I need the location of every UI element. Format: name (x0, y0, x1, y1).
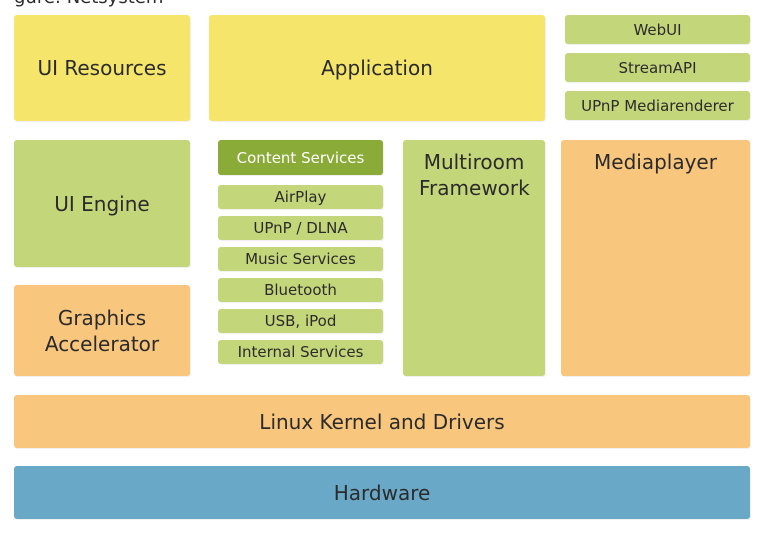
bluetooth-label: Bluetooth (264, 281, 337, 299)
airplay-label: AirPlay (274, 188, 327, 206)
hardware-label: Hardware (333, 480, 431, 505)
mediaplayer-block: Mediaplayer (561, 140, 750, 376)
application-block: Application (209, 15, 545, 121)
usb-ipod-label: USB, iPod (264, 312, 337, 330)
linux-kernel-label: Linux Kernel and Drivers (259, 409, 505, 434)
upnp-dlna-label: UPnP / DLNA (253, 219, 348, 237)
graphics-accelerator-label: Graphics Accelerator (44, 305, 160, 356)
linux-kernel-block: Linux Kernel and Drivers (14, 395, 750, 448)
ui-resources-label: UI Resources (37, 56, 167, 80)
content-services-label: Content Services (236, 148, 365, 167)
music-services-label: Music Services (245, 250, 356, 268)
diagram-title: gure: Netsystem (14, 0, 434, 8)
webui-block: WebUI (565, 15, 750, 44)
mediaplayer-label: Mediaplayer (594, 150, 717, 174)
multiroom-framework-label: Multiroom Framework (419, 150, 530, 200)
ui-engine-label: UI Engine (54, 191, 150, 216)
multiroom-framework-block: Multiroom Framework (403, 140, 545, 376)
content-services-header: Content Services (218, 140, 383, 175)
content-service-item-upnp-dlna: UPnP / DLNA (218, 216, 383, 240)
content-service-item-internal-services: Internal Services (218, 340, 383, 364)
webui-label: WebUI (633, 20, 682, 39)
internal-services-label: Internal Services (237, 343, 364, 361)
upnp-mediarenderer-block: UPnP Mediarenderer (565, 91, 750, 120)
streamapi-block: StreamAPI (565, 53, 750, 82)
ui-engine-block: UI Engine (14, 140, 190, 267)
ui-resources-block: UI Resources (14, 15, 190, 121)
upnp-mediarenderer-label: UPnP Mediarenderer (581, 96, 734, 115)
content-service-item-usb-ipod: USB, iPod (218, 309, 383, 333)
graphics-accelerator-block: Graphics Accelerator (14, 285, 190, 376)
content-service-item-bluetooth: Bluetooth (218, 278, 383, 302)
hardware-block: Hardware (14, 466, 750, 519)
streamapi-label: StreamAPI (618, 58, 697, 77)
application-label: Application (321, 56, 433, 80)
content-service-item-music-services: Music Services (218, 247, 383, 271)
content-service-item-airplay: AirPlay (218, 185, 383, 209)
